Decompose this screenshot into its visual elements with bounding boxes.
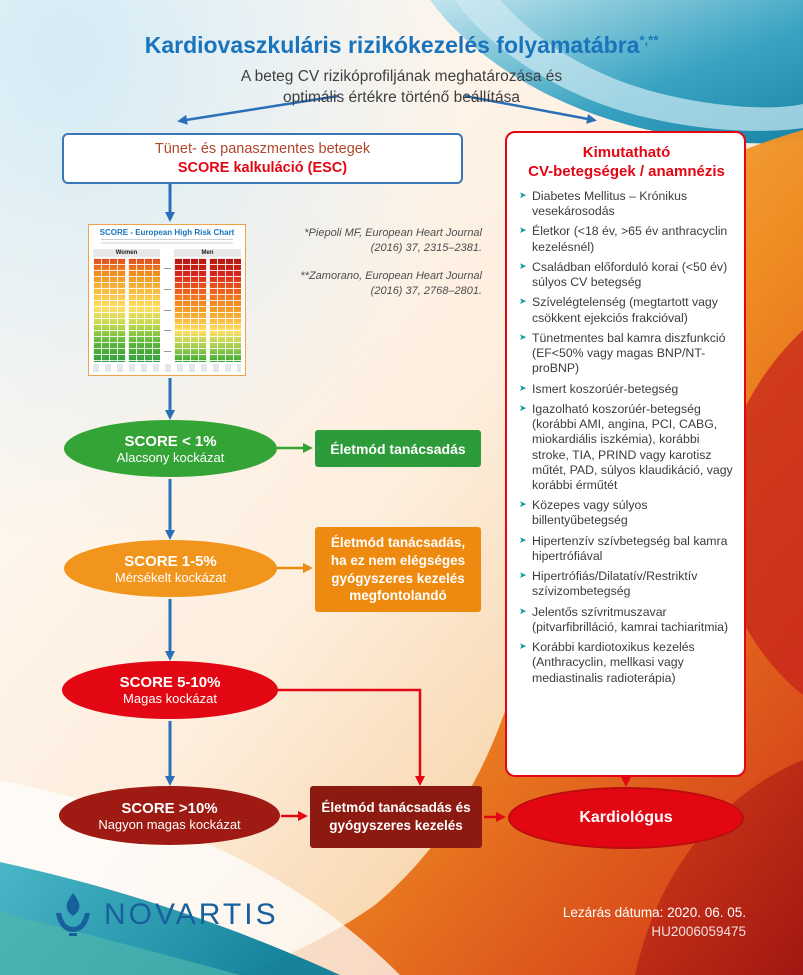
risk-label-high: Magas kockázat bbox=[123, 691, 217, 706]
list-item: ➤Ismert koszorúér-betegség bbox=[519, 381, 679, 396]
arrow-bullet-icon: ➤ bbox=[519, 499, 527, 510]
arrow-bullet-icon: ➤ bbox=[519, 641, 527, 652]
arrow-bullet-icon: ➤ bbox=[519, 190, 527, 200]
subtitle-line-2: optimális értékre történő beállítása bbox=[283, 89, 520, 106]
action-box-lifestyle-and-medication: Életmód tanácsadás és gyógyszeres kezelé… bbox=[310, 786, 482, 848]
arrow-bullet-icon: ➤ bbox=[519, 260, 527, 271]
arrow-bullet-icon: ➤ bbox=[519, 331, 527, 342]
reference-1: *Piepoli MF, European Heart Journal (201… bbox=[304, 227, 482, 254]
material-code: HU2006059475 bbox=[651, 924, 746, 939]
novartis-wordmark: NOVARTIS bbox=[104, 898, 279, 931]
cv-disease-panel: Kimutatható CV-betegségek / anamnézis ➤D… bbox=[505, 131, 746, 777]
references: *Piepoli MF, European Heart Journal (201… bbox=[290, 226, 482, 311]
risk-ellipse-low: SCORE < 1% Alacsony kockázat bbox=[64, 420, 277, 477]
panel-title-line-2: CV-betegségek / anamnézis bbox=[528, 163, 725, 180]
novartis-logo: NOVARTIS bbox=[52, 892, 279, 938]
panel-title: Kimutatható CV-betegségek / anamnézis bbox=[519, 143, 734, 181]
risk-score-moderate: SCORE 1-5% bbox=[124, 552, 217, 570]
arrow-bullet-icon: ➤ bbox=[519, 382, 527, 393]
list-item: ➤Hipertenzív szívbetegség bal kamra hipe… bbox=[519, 533, 728, 563]
score-chart-caption bbox=[101, 239, 233, 247]
risk-score-low: SCORE < 1% bbox=[124, 432, 217, 450]
list-item: ➤Családban előforduló korai (<50 év) súl… bbox=[519, 259, 728, 290]
list-item: ➤Életkor (<18 év, >65 év anthracyclin ke… bbox=[519, 224, 728, 254]
risk-label-low: Alacsony kockázat bbox=[116, 449, 225, 465]
risk-ellipse-very-high: SCORE >10% Nagyon magas kockázat bbox=[59, 786, 280, 845]
list-item: ➤Diabetes Mellitus – Krónikus vesekároso… bbox=[519, 189, 688, 219]
score-grid-men-smoker bbox=[208, 258, 241, 362]
arrow-subtitle-to-flow bbox=[177, 94, 339, 125]
arrow-bullet-icon: ➤ bbox=[519, 296, 527, 307]
entry-box-line-1: Tünet- és panaszmentes betegek bbox=[154, 140, 371, 157]
score-grid-men-nonsmoker bbox=[174, 258, 207, 362]
risk-score-high: SCORE 5-10% bbox=[119, 674, 221, 691]
list-item: ➤Tünetmentes bal kamra diszfunkció (EF<5… bbox=[519, 330, 726, 376]
reference-2: **Zamorano, European Heart Journal (2016… bbox=[300, 269, 482, 297]
arrow-bullet-icon: ➤ bbox=[519, 225, 527, 236]
score-chart-men-panel: Men bbox=[174, 249, 241, 362]
risk-score-very-high: SCORE >10% bbox=[121, 799, 218, 817]
risk-label-very-high: Nagyon magas kockázat bbox=[98, 816, 241, 832]
list-item: ➤Korábbi kardiotoxikus kezelés (Anthracy… bbox=[519, 640, 695, 685]
panel-title-line-1: Kimutatható bbox=[582, 144, 671, 161]
cardiologist-ellipse: Kardiológus bbox=[508, 787, 744, 849]
list-item: ➤Jelentős szívritmuszavar (pitvarfibrill… bbox=[519, 604, 729, 634]
score-grid-women-smoker bbox=[127, 258, 160, 362]
arrow-subtitle-to-panel bbox=[464, 94, 597, 124]
score-chart-men-header: Men bbox=[174, 249, 241, 258]
arrow-bullet-icon: ➤ bbox=[519, 605, 527, 616]
score-grid-women-nonsmoker bbox=[93, 258, 126, 362]
arrow-high-to-action bbox=[276, 688, 425, 786]
page-title-text: Kardiovaszkuláris rizikókezelés folyamat… bbox=[144, 32, 640, 58]
arrow-bullet-icon: ➤ bbox=[519, 534, 527, 545]
risk-label-moderate: Mérsékelt kockázat bbox=[114, 569, 227, 585]
cv-disease-list: ➤Diabetes Mellitus – Krónikus vesekároso… bbox=[519, 189, 734, 686]
list-item: ➤Közepes vagy súlyos billentyűbetegség bbox=[519, 498, 648, 528]
risk-ellipse-high: SCORE 5-10% Magas kockázat bbox=[62, 661, 278, 719]
action-box-lifestyle-medication-considered: Életmód tanácsadás, ha ez nem elégséges … bbox=[315, 527, 481, 612]
page-subtitle: A beteg CV rizikóprofiljának meghatározá… bbox=[0, 66, 803, 108]
score-chart-women-panel: Women bbox=[93, 249, 160, 362]
list-item: ➤Igazolható koszorúér-betegség (korábbi … bbox=[519, 401, 733, 492]
arrow-bullet-icon: ➤ bbox=[519, 402, 527, 413]
arrow-bullet-icon: ➤ bbox=[519, 570, 527, 581]
subtitle-line-1: A beteg CV rizikóprofiljának meghatározá… bbox=[240, 68, 563, 85]
entry-box: Tünet- és panaszmentes betegek SCORE kal… bbox=[62, 133, 463, 184]
score-chart-women-header: Women bbox=[93, 249, 160, 258]
risk-ellipse-moderate: SCORE 1-5% Mérsékelt kockázat bbox=[64, 540, 277, 597]
list-item: ➤Hipertrófiás/Dilatatív/Restriktív szívi… bbox=[519, 569, 698, 599]
page-title: Kardiovaszkuláris rizikókezelés folyamat… bbox=[0, 32, 803, 59]
novartis-symbol-icon bbox=[56, 893, 90, 936]
score-chart: SCORE - European High Risk Chart Women M… bbox=[88, 224, 246, 376]
action-box-lifestyle: Életmód tanácsadás bbox=[315, 430, 481, 467]
entry-box-line-2: SCORE kalkuláció (ESC) bbox=[177, 159, 348, 176]
title-superscript: *,** bbox=[639, 32, 659, 48]
cardiologist-label: Kardiológus bbox=[579, 809, 673, 826]
imprint: Lezárás dátuma: 2020. 06. 05. HU20060594… bbox=[563, 903, 746, 941]
score-chart-axis-labels bbox=[93, 364, 241, 372]
score-chart-age-axis bbox=[162, 249, 172, 362]
closing-date: Lezárás dátuma: 2020. 06. 05. bbox=[562, 905, 746, 920]
list-item: ➤Szívelégtelenség (megtartott vagy csökk… bbox=[519, 295, 718, 325]
score-chart-title: SCORE - European High Risk Chart bbox=[99, 228, 235, 237]
